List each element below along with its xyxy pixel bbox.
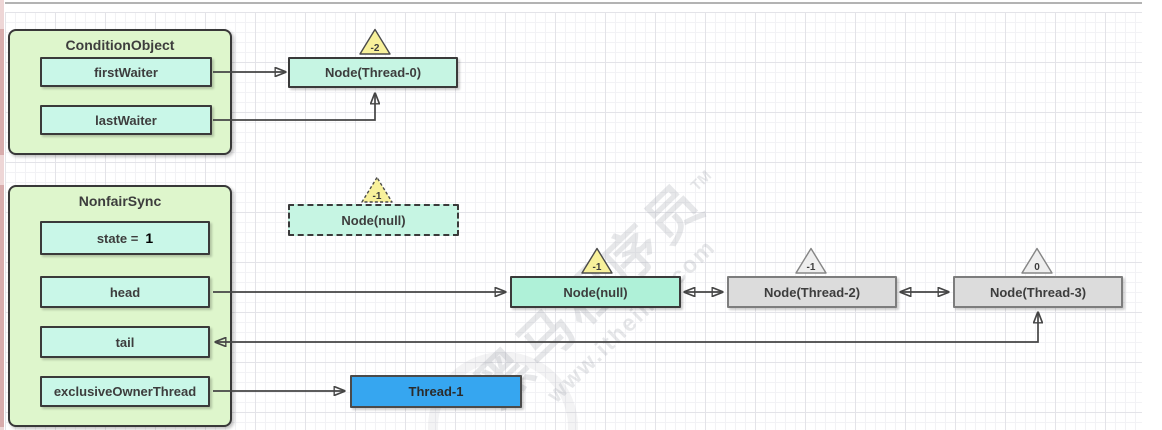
field-lastwaiter[interactable]: lastWaiter: [40, 105, 212, 135]
node-thread-2-label: Node(Thread-2): [763, 284, 861, 300]
field-firstwaiter-label: firstWaiter: [94, 64, 158, 80]
waitstatus-badge-node-thread-3[interactable]: 0: [1020, 246, 1054, 275]
thread-1-label: Thread-1: [408, 384, 464, 399]
field-state-label: state =: [96, 230, 139, 246]
node-null-dashed[interactable]: Node(null): [288, 204, 459, 236]
field-exclusiveownerthread[interactable]: exclusiveOwnerThread: [40, 376, 210, 407]
condition-object-title: ConditionObject: [65, 37, 175, 53]
field-tail[interactable]: tail: [40, 326, 210, 358]
thread-1-box[interactable]: Thread-1: [350, 375, 522, 408]
top-border-line: [5, 2, 1142, 4]
waitstatus-badge-node-thread-2[interactable]: -1: [794, 246, 828, 275]
svg-text:-2: -2: [371, 43, 380, 54]
node-null[interactable]: Node(null): [510, 276, 681, 308]
waitstatus-badge-node-null[interactable]: -1: [580, 246, 614, 275]
field-exclusiveownerthread-label: exclusiveOwnerThread: [53, 384, 197, 399]
waitstatus-badge-node-null-dashed[interactable]: -1: [360, 175, 394, 204]
field-tail-label: tail: [115, 334, 135, 350]
left-edge-strip: [0, 0, 4, 430]
field-lastwaiter-label: lastWaiter: [95, 112, 157, 128]
svg-text:-1: -1: [593, 262, 602, 273]
svg-text:-1: -1: [807, 262, 816, 273]
field-state-value: 1: [145, 230, 154, 246]
field-head[interactable]: head: [40, 276, 210, 308]
node-thread-3-label: Node(Thread-3): [989, 284, 1087, 300]
node-thread-3[interactable]: Node(Thread-3): [953, 276, 1123, 308]
node-thread-0[interactable]: Node(Thread-0): [288, 57, 458, 88]
node-thread-0-label: Node(Thread-0): [324, 65, 422, 80]
svg-text:0: 0: [1034, 262, 1040, 273]
field-state[interactable]: state = 1: [40, 221, 210, 255]
condition-object-container[interactable]: ConditionObject: [8, 29, 232, 155]
field-firstwaiter[interactable]: firstWaiter: [40, 57, 212, 87]
field-head-label: head: [109, 284, 141, 300]
node-null-dashed-label: Node(null): [341, 212, 406, 228]
node-null-label: Node(null): [563, 284, 628, 300]
nonfairsync-title: NonfairSync: [78, 193, 162, 209]
node-thread-2[interactable]: Node(Thread-2): [727, 276, 897, 308]
svg-text:-1: -1: [373, 191, 382, 202]
waitstatus-badge-node-thread-0[interactable]: -2: [358, 27, 392, 56]
